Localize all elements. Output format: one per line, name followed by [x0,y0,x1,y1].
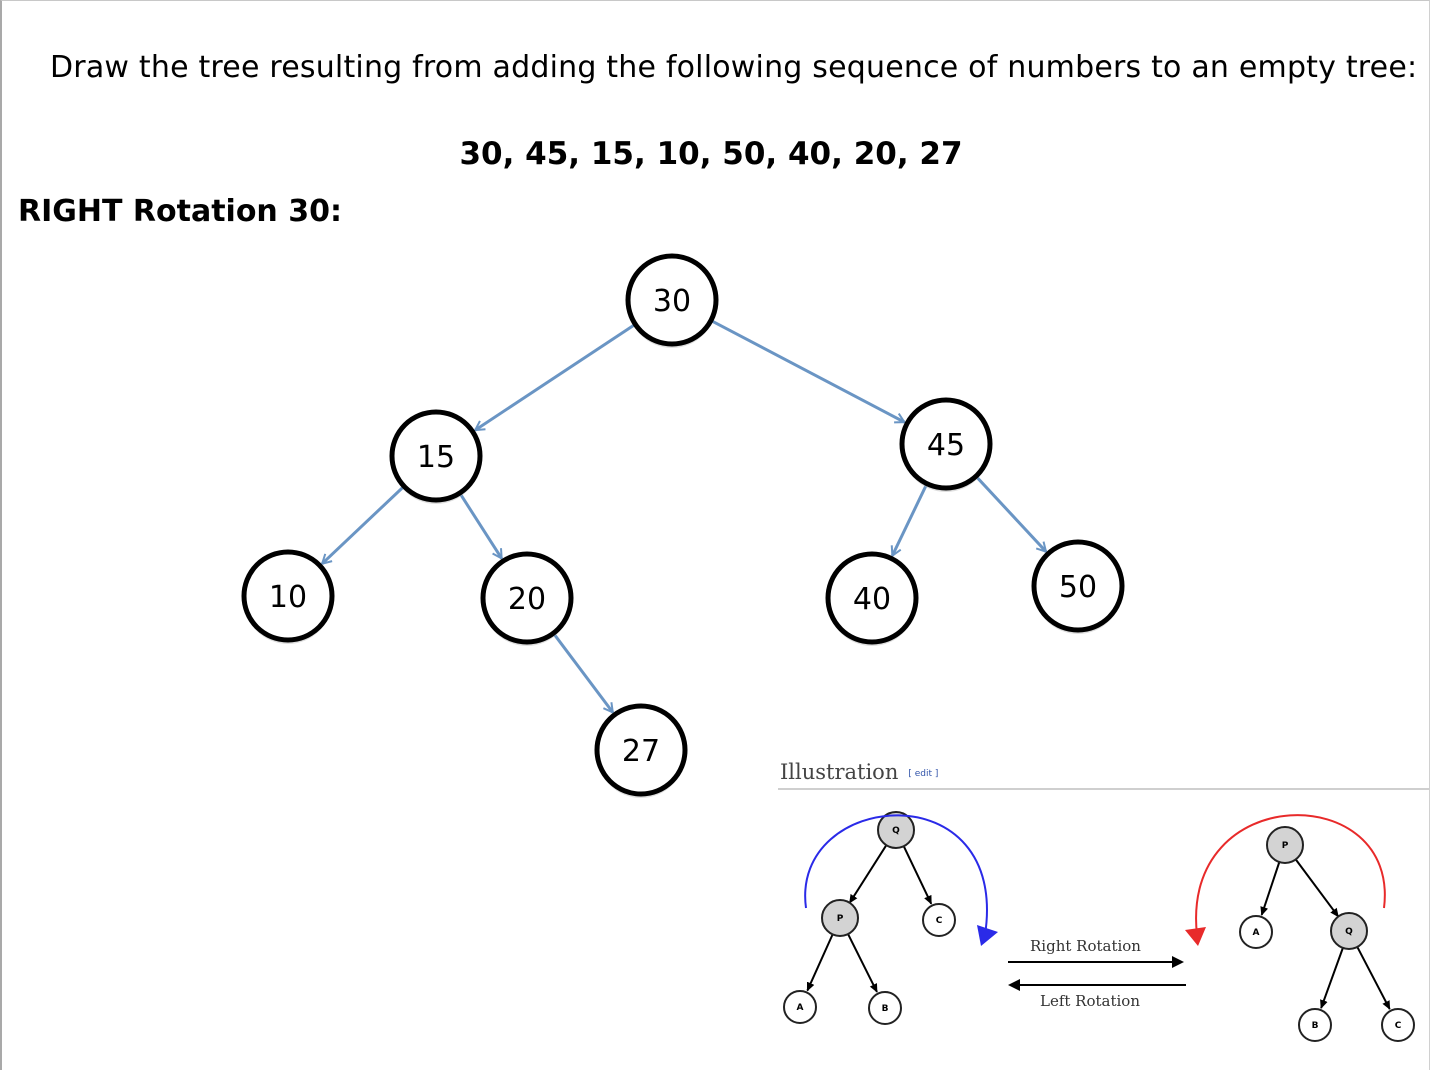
tree-node-45: 45 [899,397,993,492]
illustration-edges [806,843,1391,1010]
left-illus-edge-P-A [806,933,834,992]
right-illus-node-B: B [1298,1008,1332,1042]
illustration-nodes: Q P C A B P A Q B C [783,811,1415,1042]
tree-node-label: 27 [622,734,660,769]
tree-node-10: 10 [241,549,335,644]
tree-node-label: 45 [927,428,965,463]
left-arc-arrowhead [977,925,998,946]
left-illus-edge-Q-P [848,843,888,904]
left-illus-node-C: C [922,903,956,937]
right-rotation-arrowhead [1172,956,1184,968]
tree-edges [322,320,1046,713]
right-rotation-arc [1195,814,1386,936]
svg-text:Q: Q [892,826,900,836]
left-rotation-arrowhead [1008,979,1020,991]
left-illus-node-P: P [821,899,859,937]
left-rotation-arc [804,814,988,936]
right-illus-edge-Q-B [1320,946,1345,1010]
left-illus-node-Q: Q [877,811,915,849]
svg-text:P: P [837,914,844,924]
svg-text:B: B [1312,1021,1319,1031]
edge-15-20 [459,493,503,559]
tree-node-50: 50 [1031,539,1125,634]
edge-30-15 [475,324,635,432]
tree-node-27: 27 [594,703,688,798]
tree-node-label: 40 [853,582,891,617]
section-label: RIGHT Rotation 30: [18,194,342,229]
tree-node-label: 30 [653,284,691,319]
right-illus-edge-P-A [1260,860,1281,916]
number-sequence: 30, 45, 15, 10, 50, 40, 20, 27 [459,136,963,172]
tree-nodes: 30 45 15 10 50 40 20 27 [241,253,1125,798]
tree-node-label: 10 [269,580,307,615]
left-illus-node-A: A [783,990,817,1024]
svg-text:Q: Q [1345,927,1353,937]
illustration-heading: Illustration [ edit ] [780,760,938,784]
svg-text:C: C [936,916,943,926]
left-rotation-label: Left Rotation [1040,992,1140,1010]
tree-node-40: 40 [825,551,919,646]
right-rotation-label: Right Rotation [1030,937,1141,955]
illustration-divider [778,788,1430,790]
edge-20-27 [553,633,613,713]
left-illus-edge-Q-C [902,844,933,905]
right-illus-edge-Q-C [1355,945,1391,1010]
tree-node-15: 15 [389,409,483,504]
svg-text:A: A [797,1003,804,1013]
tree-node-30: 30 [625,253,719,348]
right-illus-node-C: C [1381,1008,1415,1042]
edit-link[interactable]: [ edit ] [908,768,939,779]
prompt-text: Draw the tree resulting from adding the … [50,50,1418,85]
tree-node-label: 15 [417,440,455,475]
svg-text:B: B [882,1004,889,1014]
right-illus-node-A: A [1239,915,1273,949]
right-illus-node-P: P [1266,826,1304,864]
illustration-title: Illustration [780,760,899,784]
edge-45-40 [892,484,928,555]
right-arc-arrowhead [1185,927,1206,946]
tree-node-label: 20 [508,582,546,617]
edge-45-50 [976,476,1046,552]
edge-30-45 [712,320,905,424]
left-illus-edge-P-B [846,932,878,993]
tree-node-label: 50 [1059,570,1097,605]
tree-node-20: 20 [480,551,574,646]
svg-text:A: A [1253,928,1260,938]
left-illus-node-B: B [868,991,902,1025]
svg-text:P: P [1282,841,1289,851]
svg-text:C: C [1395,1021,1402,1031]
right-illus-node-Q: Q [1330,912,1368,950]
edge-15-10 [322,486,404,564]
right-illus-edge-P-Q [1294,858,1340,918]
